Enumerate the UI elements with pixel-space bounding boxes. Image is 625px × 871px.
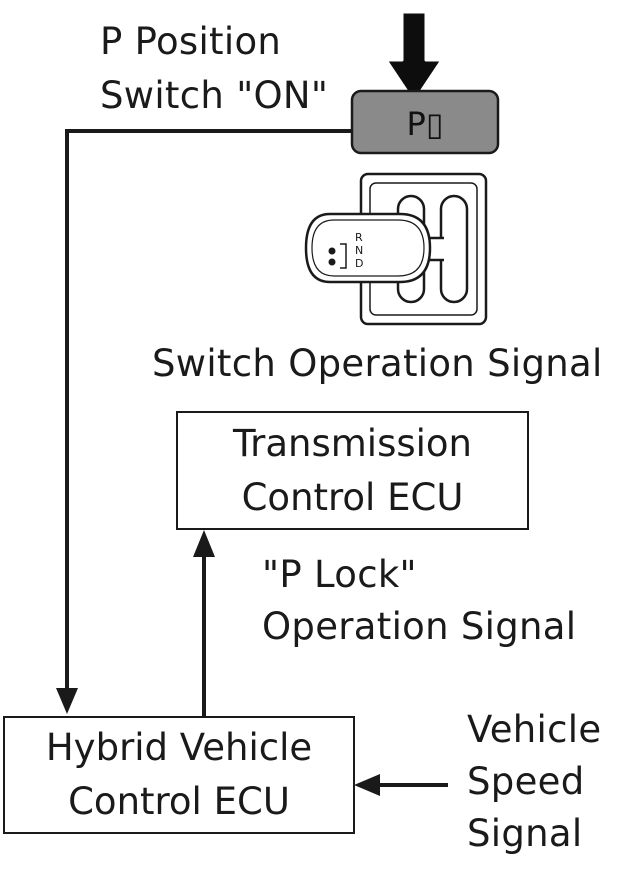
shifter-label-r: R [355,231,363,244]
vehicle-speed-label-line1: Vehicle [467,708,602,751]
hybrid-ecu-line1: Hybrid Vehicle [45,726,313,770]
vehicle-speed-label-line2: Speed [467,760,585,803]
hybrid-ecu-line2: Control ECU [68,780,290,823]
shifter-label-d: D [355,257,363,270]
vehicle-speed-label-line3: Signal [467,812,583,855]
shifter-label-n: N [355,244,363,257]
transmission-ecu-line1: Transmission [232,421,473,465]
transmission-ecu-line2: Control ECU [241,475,464,519]
p-switch-signal-line [65,129,352,690]
p-position-label-line2: Switch "ON" [100,74,329,117]
p-switch-signal-arrowhead [56,688,78,714]
p-position-switch-button[interactable] [350,89,500,155]
shift-lever-icon [304,172,488,326]
p-lock-label-line1: "P Lock" [262,553,417,596]
p-button-label: P▯ [407,105,444,143]
transmission-control-ecu-box: Transmission Control ECU [176,411,529,530]
p-lock-label-line2: Operation Signal [262,605,577,648]
press-down-arrow-icon [384,10,444,104]
p-position-label-line1: P Position [100,20,282,63]
switch-operation-signal-label: Switch Operation Signal [152,342,603,385]
p-lock-signal-arrowhead [193,530,215,557]
hybrid-vehicle-control-ecu-box: Hybrid Vehicle Control ECU [3,716,355,834]
vehicle-speed-signal-arrowhead [354,774,380,796]
